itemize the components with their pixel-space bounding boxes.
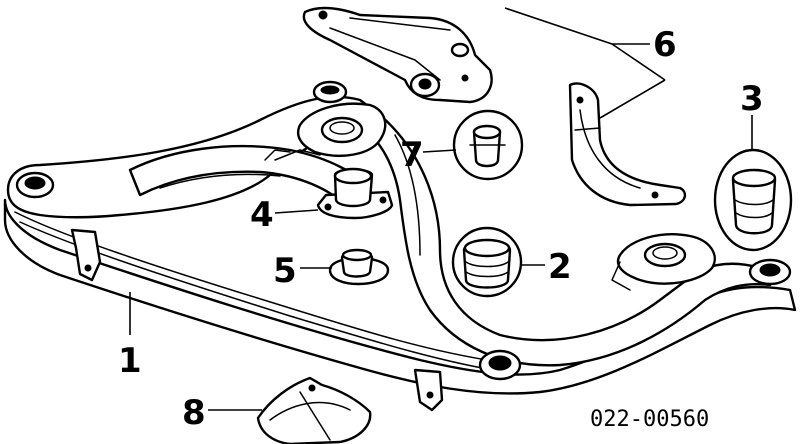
bushing-3	[713, 148, 793, 252]
callout-1: 1	[118, 341, 142, 381]
callout-7: 7	[400, 135, 424, 175]
mount-4	[316, 167, 394, 220]
mounting-bracket-side	[568, 82, 687, 207]
callout-5: 5	[273, 251, 297, 291]
callout-8: 8	[182, 393, 206, 433]
splash-shield-8	[256, 376, 372, 444]
leader-6b	[504, 7, 613, 45]
bushing-2	[451, 226, 523, 298]
mounting-bracket-upper	[302, 6, 493, 104]
part-number-label: 022-00560	[590, 407, 709, 432]
bushing-7	[452, 109, 524, 181]
leader-lines	[129, 7, 753, 411]
callout-4: 4	[250, 195, 274, 235]
leader-4	[274, 209, 319, 214]
subframe-crossmember	[3, 80, 797, 412]
callout-6: 6	[653, 25, 677, 65]
callout-2: 2	[548, 247, 572, 287]
callout-3: 3	[740, 79, 764, 119]
callout-labels: 1 2 3 4 5 6 7 8	[118, 25, 764, 433]
leader-6d	[599, 79, 666, 119]
mount-5	[328, 248, 390, 286]
leader-6c	[611, 43, 666, 81]
leader-7	[422, 149, 457, 153]
